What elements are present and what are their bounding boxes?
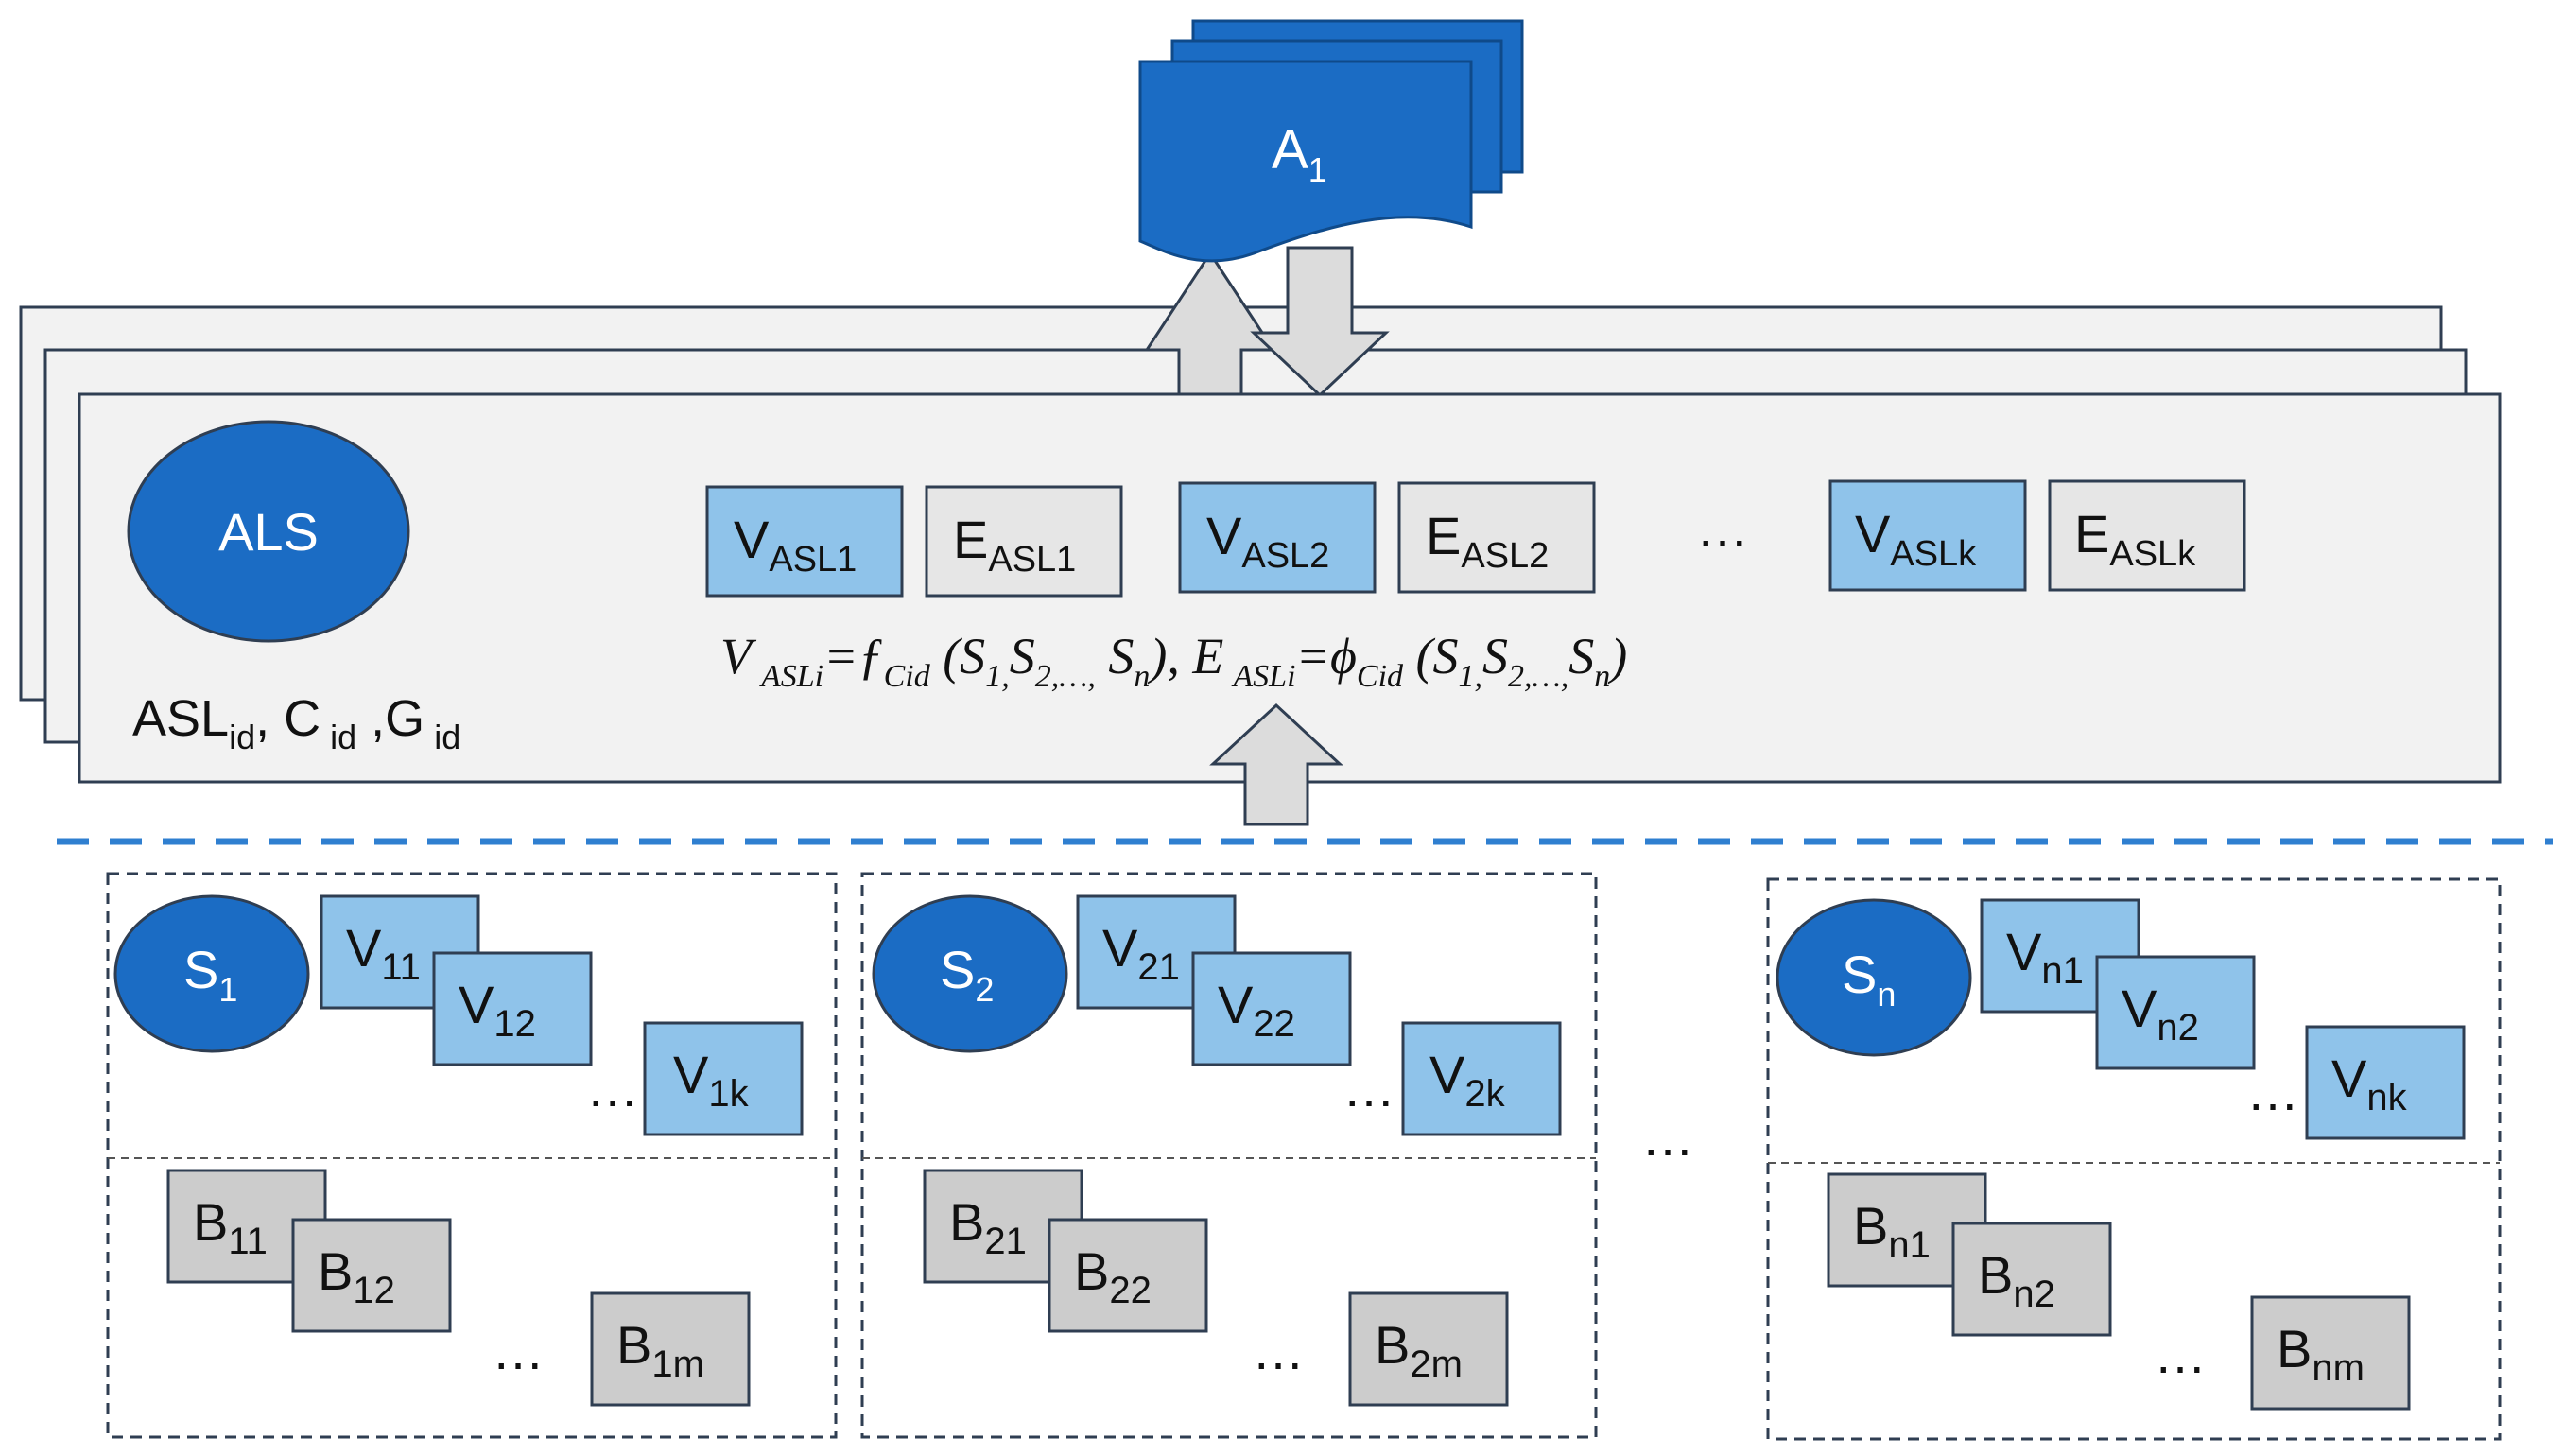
source-ellipse — [113, 894, 310, 1053]
block-label: Bn1 — [1853, 1196, 1931, 1266]
asl-view-box — [1828, 479, 2027, 592]
view-label: V1k — [673, 1045, 750, 1115]
block-box — [2250, 1295, 2411, 1411]
asl-pair-1: VASL1 EASL1 — [705, 485, 1123, 598]
asl-edge-label: EASLk — [2074, 504, 2196, 574]
asl-edge-box — [2048, 479, 2246, 592]
block-ellipsis: … — [1252, 1321, 1305, 1380]
view-label: V11 — [346, 918, 421, 988]
asl-view-label: VASLk — [1855, 504, 1977, 574]
view-ellipsis: … — [586, 1058, 639, 1118]
arrow-down-from-application — [1250, 246, 1390, 398]
als-id-line: ASLid, C id ,G id — [132, 690, 460, 756]
block-label: Bn2 — [1978, 1245, 2055, 1315]
block-label: B21 — [949, 1192, 1027, 1262]
arrow-up-from-sources — [1209, 702, 1343, 826]
block-box — [1048, 1218, 1208, 1333]
view-label: Vn1 — [2006, 922, 2084, 992]
application-label: A1 — [1272, 119, 1327, 189]
asl-pairs-ellipsis: … — [1696, 498, 1749, 558]
block-label: B1m — [616, 1315, 704, 1385]
view-box — [643, 1021, 804, 1136]
application-doc-front — [1138, 60, 1473, 263]
block-box — [291, 1218, 452, 1333]
als-label: ALS — [218, 502, 319, 562]
block-label: Bnm — [2277, 1319, 2365, 1389]
view-box — [2305, 1025, 2466, 1140]
source-label: Sn — [1842, 945, 1896, 1014]
source-n-panel: Sn Vn1 Vn2 … Vnk Bn1 Bn2 … Bnm — [1766, 877, 2502, 1441]
view-label: V2k — [1429, 1045, 1506, 1115]
block-box — [1348, 1291, 1509, 1407]
block-ellipsis: … — [2154, 1325, 2207, 1384]
als-ellipse — [127, 420, 410, 643]
view-box — [1191, 951, 1352, 1066]
source-panel-border — [1766, 877, 2502, 1441]
view-box — [432, 951, 593, 1066]
block-label: B2m — [1375, 1315, 1463, 1385]
asl-pair-2: VASL2 EASL2 — [1178, 481, 1596, 594]
asl-view-box — [705, 485, 904, 598]
sources-ellipsis: … — [1641, 1107, 1694, 1167]
source-2-panel: S2 V21 V22 … V2k B21 B22 … B2m — [860, 872, 1598, 1439]
view-ellipsis: … — [1343, 1058, 1395, 1118]
view-box — [1401, 1021, 1562, 1136]
asl-view-label: VASL2 — [1206, 506, 1329, 576]
asl-view-box — [1178, 481, 1377, 594]
source-ellipse — [872, 894, 1068, 1053]
asl-pair-k: VASLk EASLk — [1828, 479, 2246, 592]
view-label: V12 — [459, 975, 536, 1045]
asl-edge-label: EASL2 — [1426, 506, 1549, 576]
source-label: S1 — [183, 940, 237, 1009]
asl-edge-box — [1397, 481, 1596, 594]
block-label: B22 — [1074, 1241, 1152, 1311]
view-label: Vnk — [2331, 1049, 2408, 1118]
view-box — [2095, 955, 2256, 1070]
view-label: V22 — [1218, 975, 1295, 1045]
view-label: Vn2 — [2122, 979, 2199, 1049]
block-ellipsis: … — [492, 1321, 545, 1380]
arrow-up-to-application — [1144, 251, 1276, 397]
asl-view-label: VASL1 — [734, 510, 857, 580]
source-panel-border — [860, 872, 1598, 1439]
application-document-stack: A1 — [1138, 19, 1524, 263]
application-arrows — [1144, 246, 1390, 398]
view-ellipsis: … — [2246, 1062, 2299, 1121]
source-panel-border — [106, 872, 838, 1439]
block-label: B12 — [318, 1241, 395, 1311]
block-box — [590, 1291, 751, 1407]
asl-edge-label: EASL1 — [953, 510, 1076, 580]
source-label: S2 — [940, 940, 994, 1009]
view-label: V21 — [1102, 918, 1180, 988]
source-1-panel: S1 V11 V12 … V1k B11 B12 … B1m — [106, 872, 838, 1439]
asl-edge-box — [925, 485, 1123, 598]
block-box — [1951, 1222, 2112, 1337]
block-label: B11 — [193, 1192, 268, 1262]
source-ellipse — [1776, 898, 1972, 1057]
